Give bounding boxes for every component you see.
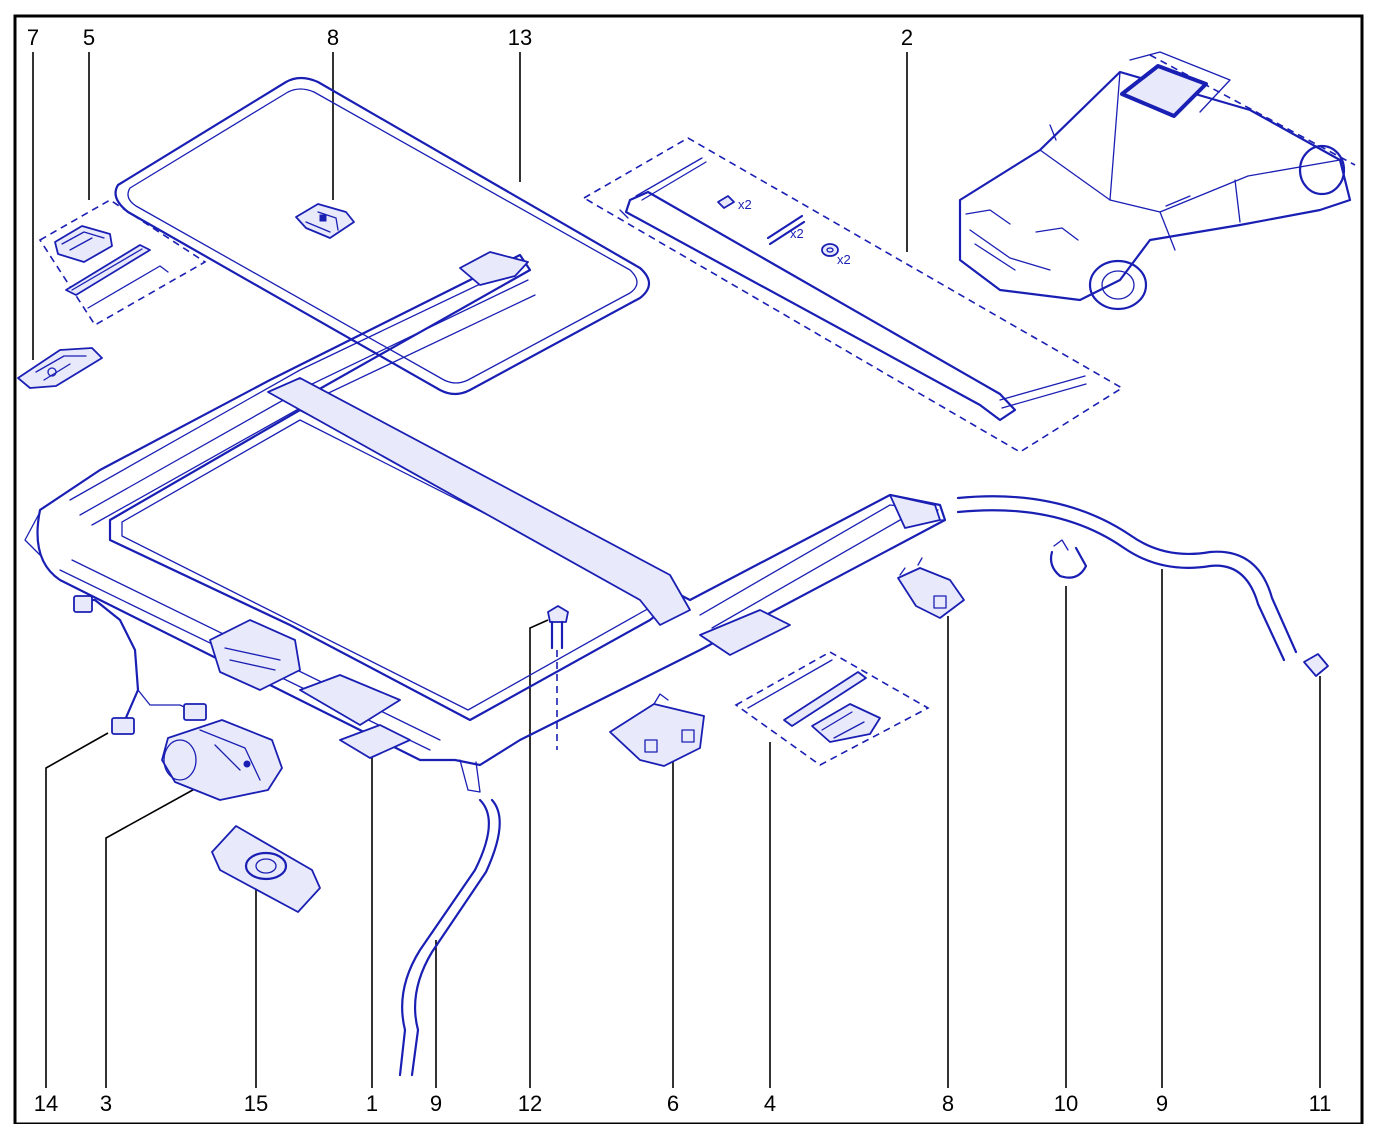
leader-3 — [105, 785, 201, 1088]
part-6-bracket — [609, 693, 705, 767]
callout-8-bottom: 8 — [942, 1091, 954, 1116]
callout-11-bottom: 11 — [1309, 1091, 1332, 1116]
part-2-deflector-kit: x2 x2 x2 — [582, 137, 1124, 453]
qty-rivet: x2 — [738, 197, 752, 212]
callout-9-bottom-right: 9 — [1156, 1091, 1168, 1116]
part-10-hose-clip — [1049, 539, 1088, 579]
callout-9-bottom-left: 9 — [430, 1091, 442, 1116]
part-12-bolt — [547, 605, 569, 750]
qty-nut: x2 — [837, 252, 851, 267]
part-11-grommet — [1303, 653, 1329, 677]
part-9-left-drain-hose — [398, 798, 501, 1077]
kit-5-dashed-outline — [38, 199, 207, 327]
diagram-frame — [13, 14, 1364, 1124]
leader-12 — [529, 619, 549, 1088]
part-5-kit — [38, 199, 207, 327]
callout-1-bottom: 1 — [366, 1091, 378, 1116]
part-1-sunroof-frame — [24, 251, 947, 793]
callout-12-bottom: 12 — [518, 1091, 542, 1116]
callout-3-bottom: 3 — [100, 1091, 112, 1116]
qty-strip: x2 — [790, 226, 804, 241]
callout-10-bottom: 10 — [1054, 1091, 1078, 1116]
leader-14 — [45, 732, 109, 1088]
part-15-control-switch — [211, 825, 321, 913]
part-13-glass-seal — [114, 76, 651, 396]
callout-2-top: 2 — [901, 25, 913, 50]
callout-15-bottom: 15 — [244, 1091, 268, 1116]
vehicle-sunroof-highlight — [1120, 64, 1208, 118]
callout-6-bottom: 6 — [667, 1091, 679, 1116]
part-14-wiring-harness — [73, 595, 207, 735]
part-9-right-drain-hose — [956, 495, 1298, 662]
leader-lines — [32, 52, 1321, 1088]
callout-7-top: 7 — [27, 25, 39, 50]
callout-14-bottom: 14 — [34, 1091, 58, 1116]
part-4-kit — [734, 651, 930, 766]
part-8-bottom-bracket — [897, 557, 965, 619]
kit-4-dashed-outline — [734, 651, 930, 766]
part-7-guide-clip — [17, 347, 103, 389]
part-3-motor — [161, 719, 283, 801]
callout-13-top: 13 — [508, 25, 532, 50]
callout-4-bottom: 4 — [764, 1091, 776, 1116]
callout-labels-bottom: 14 3 15 1 9 12 6 4 8 10 9 11 — [34, 1091, 1332, 1116]
callout-8-top: 8 — [327, 25, 339, 50]
callout-labels-top: 7 5 8 13 2 — [27, 25, 913, 50]
vehicle-location-illustration — [958, 51, 1356, 311]
callout-5-top: 5 — [83, 25, 95, 50]
part-8-top-bracket — [295, 203, 355, 239]
